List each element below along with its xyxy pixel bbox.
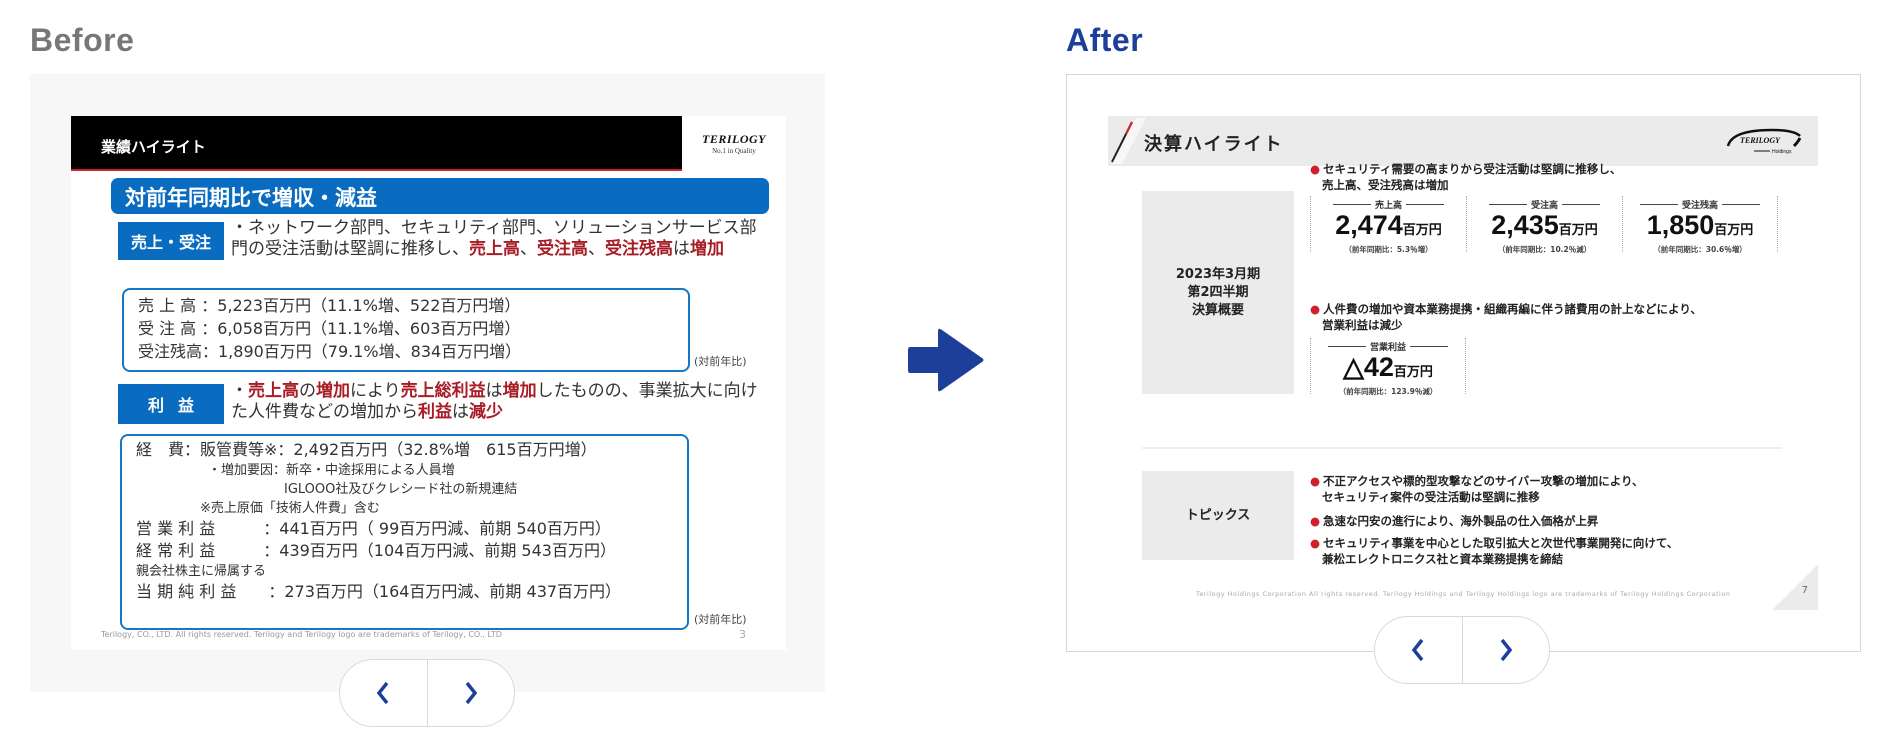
bullet-dot-icon: ● <box>1310 514 1321 528</box>
topics-label: トピックス <box>1142 471 1294 560</box>
sales-row: 売 上 高 ：5,223百万円（11.1%増、522百万円増） <box>138 296 521 315</box>
before-heading: Before <box>30 22 135 58</box>
profit-figures-box: 経 費：販管費等※：2,492百万円（32.8%増 615百万円増） ・増加要因… <box>120 434 689 630</box>
metric-backlog: 受注残高 1,850百万円 （前年同期比：30.6％増） <box>1622 196 1778 254</box>
bullet-dot-icon: ● <box>1310 474 1321 488</box>
summary-title: 決算概要 <box>1191 302 1244 318</box>
after-slide: 決算ハイライト TERILOGY Holdings 2023年3月期 第2四半期… <box>1108 116 1818 610</box>
emphasis-text: 増加 <box>690 239 724 259</box>
prev-slide-button[interactable] <box>340 660 427 726</box>
terilogy-holdings-logo: TERILOGY Holdings <box>1726 128 1802 155</box>
operating-profit-row: 営 業 利 益 ：441百万円（ 99百万円減、前期 540百万円） <box>136 519 611 538</box>
yoy-note: (対前年比) <box>694 355 747 368</box>
sales-bullet: ・ネットワーク部門、セキュリティ部門、ソリューションサービス部門の受注活動は堅調… <box>231 218 757 259</box>
profit-bullet: ・売上高の増加により売上総利益は増加したものの、事業拡大に向けた人件費などの増加… <box>231 381 758 422</box>
bullet-dot-icon: ● <box>1310 162 1321 176</box>
quarter-label: 第2四半期 <box>1187 284 1249 300</box>
prev-slide-button[interactable] <box>1375 617 1462 683</box>
bullet-dot-icon: ● <box>1310 302 1321 316</box>
emphasis-text: 増加 <box>316 381 350 401</box>
sales-tag: 売上・受注 <box>118 222 224 260</box>
slide-footer: Terilogy, CO., LTD. All rights reserved.… <box>101 630 502 639</box>
slide-header: 業績ハイライト TERILOGY No.1 in Quality <box>71 116 786 171</box>
net-profit-row: 当 期 純 利 益 ：273百万円（164百万円減、前期 437百万円） <box>136 582 622 601</box>
emphasis-text: 売上高 <box>469 239 520 259</box>
summary-bullet-1: ●セキュリティ需要の高まりから受注活動は堅調に推移し、 売上高、受注残高は増加 <box>1310 162 1622 192</box>
emphasis-text: 利益 <box>418 402 452 422</box>
emphasis-text: 売上高 <box>248 381 299 401</box>
emphasis-text: 受注高 <box>537 239 588 259</box>
metric-orders: 受注高 2,435百万円 （前年同期比：10.2％減） <box>1466 196 1622 254</box>
summary-bullet-2: ●人件費の増加や資本業務提携・組織再編に伴う諸費用の計上などにより、 営業利益は… <box>1310 302 1702 332</box>
chevron-right-icon <box>465 681 477 705</box>
arrow-right-icon <box>908 328 984 392</box>
emphasis-text: 増加 <box>502 381 537 401</box>
metric-sales: 売上高 2,474百万円 （前年同期比：5.3％増） <box>1310 196 1466 254</box>
before-slide: 業績ハイライト TERILOGY No.1 in Quality 対前年同期比で… <box>71 116 786 650</box>
page-number: 3 <box>739 628 746 641</box>
topic-item: ●不正アクセスや標的型攻撃などのサイバー攻撃の増加により、 セキュリティ案件の受… <box>1310 474 1644 504</box>
after-heading: After <box>1066 22 1144 58</box>
emphasis-text: 減少 <box>469 402 503 422</box>
svg-text:Holdings: Holdings <box>1772 149 1792 155</box>
orders-row: 受 注 高 ：6,058百万円（11.1%増、603百万円増） <box>138 319 521 338</box>
profit-tag: 利益 <box>118 384 224 424</box>
slide-title: 業績ハイライト <box>101 138 206 156</box>
svg-text:TERILOGY: TERILOGY <box>1740 136 1781 145</box>
slide-header: 決算ハイライト TERILOGY Holdings <box>1108 116 1818 166</box>
summary-banner: 対前年同期比で増収・減益 <box>111 178 769 214</box>
next-slide-button[interactable] <box>1461 617 1550 683</box>
net-profit-label: 親会社株主に帰属する <box>136 564 267 579</box>
period-label: 2023年3月期 <box>1175 266 1261 282</box>
increase-factor-2: IGLOOO社及びクレシード社の新規連結 <box>284 482 518 497</box>
logo-tagline: No.1 in Quality <box>712 147 756 155</box>
topic-item: ●急速な円安の進行により、海外製品の仕入価格が上昇 <box>1310 514 1599 528</box>
section-divider <box>1142 447 1782 449</box>
ordinary-profit-row: 経 常 利 益 ：439百万円（104百万円減、前期 543百万円） <box>136 541 616 560</box>
after-slide-nav <box>1374 616 1550 684</box>
slide-footer: Terilogy Holdings Corporation All rights… <box>1196 590 1731 598</box>
chevron-right-icon <box>1500 638 1512 662</box>
topic-item: ●セキュリティ事業を中心とした取引拡大と次世代事業開発に向けて、 兼松エレクトロ… <box>1310 536 1679 566</box>
summary-label: 2023年3月期 第2四半期 決算概要 <box>1142 191 1294 394</box>
before-slide-nav <box>339 659 515 727</box>
slide-title: 決算ハイライト <box>1144 134 1284 155</box>
sales-figures-box: 売 上 高 ：5,223百万円（11.1%増、522百万円増） 受 注 高 ：6… <box>122 288 690 372</box>
page-number: 7 <box>1801 585 1808 596</box>
metric-operating-profit: 営業利益 △42百万円 （前年同期比：123.9％減） <box>1310 338 1466 396</box>
bullet-dot-icon: ● <box>1310 536 1321 550</box>
chevron-left-icon <box>1412 638 1424 662</box>
footnote: ※売上原価「技術人件費」含む <box>200 501 380 516</box>
backlog-row: 受注残高：1,890百万円（79.1%増、834百万円増） <box>138 342 522 361</box>
terilogy-logo: TERILOGY No.1 in Quality <box>682 116 786 171</box>
chevron-left-icon <box>377 681 389 705</box>
emphasis-text: 売上総利益 <box>400 381 486 401</box>
next-slide-button[interactable] <box>426 660 515 726</box>
emphasis-text: 受注残高 <box>605 239 673 259</box>
yoy-note: (対前年比) <box>694 613 747 626</box>
expenses-row: 経 費：販管費等※：2,492百万円（32.8%増 615百万円増） <box>136 440 597 459</box>
page-corner <box>1772 564 1818 610</box>
increase-factor: ・増加要因：新卒・中途採用による人員増 <box>208 463 455 478</box>
slash-accent-icon <box>1111 118 1146 164</box>
logo-brand: TERILOGY <box>702 132 766 146</box>
